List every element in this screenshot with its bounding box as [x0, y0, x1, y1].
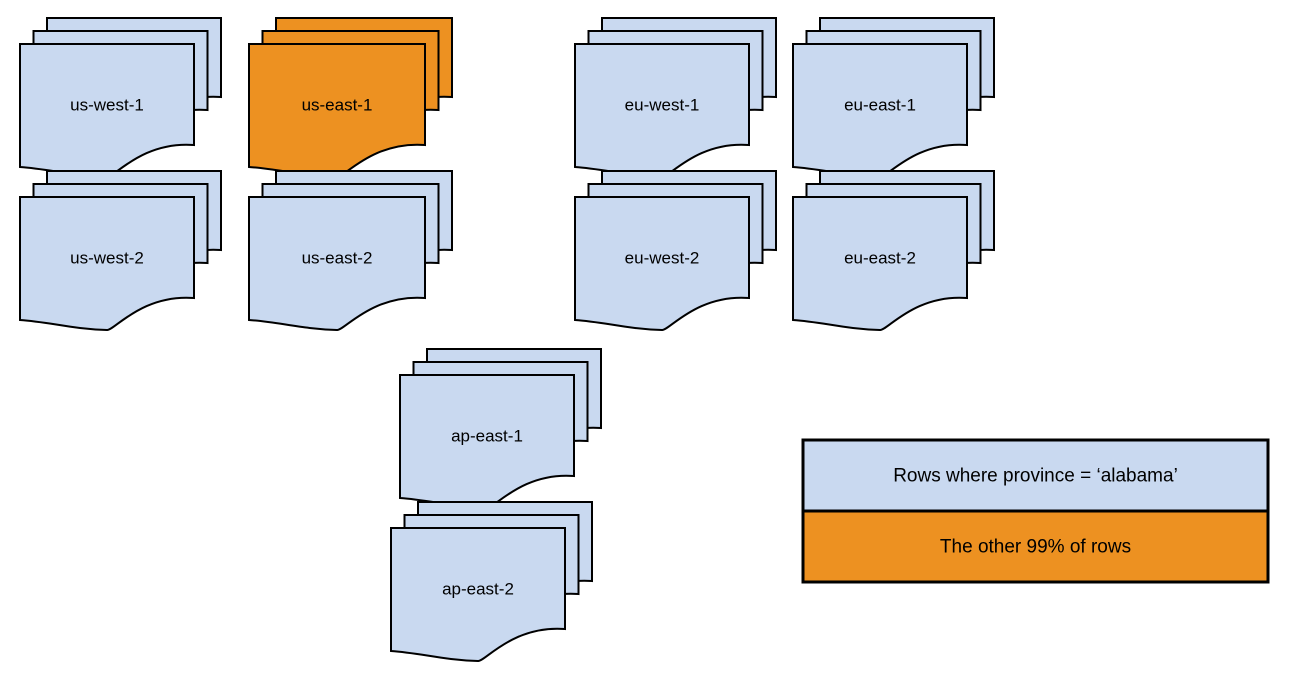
- stack-label: ap-east-1: [451, 426, 523, 445]
- region-stack-us-west-1[interactable]: us-west-1: [19, 17, 222, 178]
- stacks-layer: us-west-1 us-east-1 eu-west-1 eu-east-1 us-w…: [19, 17, 995, 662]
- stack-label: us-west-1: [70, 95, 144, 114]
- stack-label: eu-west-1: [625, 95, 700, 114]
- stack-sheet-front: [390, 527, 566, 662]
- stack-sheet-front: [248, 196, 426, 331]
- stack-label: us-east-1: [302, 95, 373, 114]
- stack-label: ap-east-2: [442, 579, 514, 598]
- stack-label: eu-west-2: [625, 248, 700, 267]
- legend-label: Rows where province = ‘alabama’: [893, 466, 1178, 487]
- region-stack-ap-east-2[interactable]: ap-east-2: [390, 501, 593, 662]
- region-stack-ap-east-1[interactable]: ap-east-1: [399, 348, 602, 509]
- region-stack-eu-east-1[interactable]: eu-east-1: [792, 17, 995, 178]
- stack-label: us-west-2: [70, 248, 144, 267]
- stack-label: eu-east-2: [844, 248, 916, 267]
- region-stack-eu-west-1[interactable]: eu-west-1: [574, 17, 777, 178]
- region-stack-us-east-2[interactable]: us-east-2: [248, 170, 453, 331]
- legend-layer: Rows where province = ‘alabama’ The other…: [801, 438, 1270, 584]
- legend-row-0: Rows where province = ‘alabama’: [801, 438, 1270, 513]
- legend-label: The other 99% of rows: [940, 537, 1131, 558]
- stack-label: eu-east-1: [844, 95, 916, 114]
- legend-row-1: The other 99% of rows: [801, 509, 1270, 584]
- region-stack-us-east-1[interactable]: us-east-1: [248, 17, 453, 178]
- stack-sheet-front: [574, 196, 750, 331]
- stack-sheet-front: [19, 196, 195, 331]
- region-stack-us-west-2[interactable]: us-west-2: [19, 170, 222, 331]
- legend-swatch: [801, 438, 1270, 513]
- stack-sheet-front: [792, 196, 968, 331]
- legend-swatch: [801, 509, 1270, 584]
- region-stack-eu-west-2[interactable]: eu-west-2: [574, 170, 777, 331]
- stack-label: us-east-2: [302, 248, 373, 267]
- region-stack-eu-east-2[interactable]: eu-east-2: [792, 170, 995, 331]
